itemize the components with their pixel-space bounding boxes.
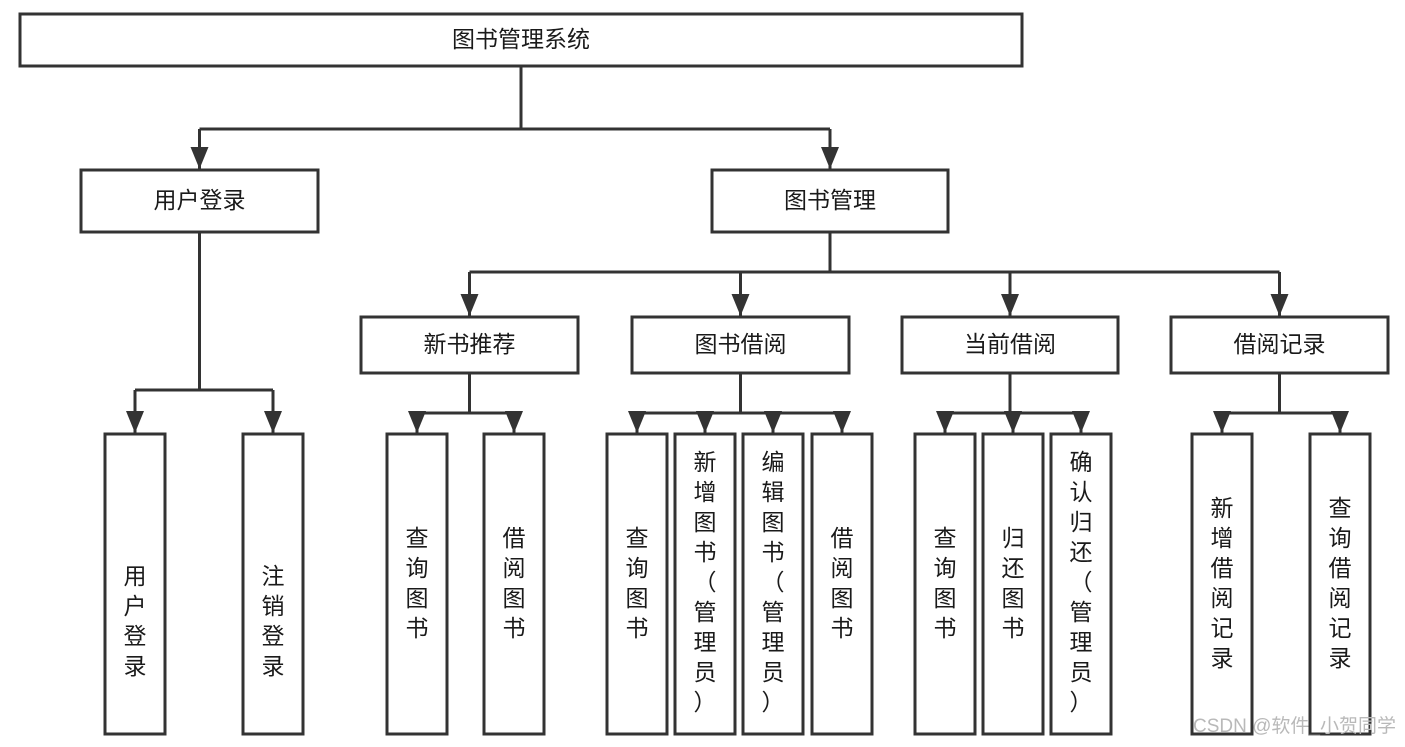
node-leaf-confirm-return-admin-label: 确认归还（管理员） <box>1070 449 1093 715</box>
node-root-label: 图书管理系统 <box>452 26 590 52</box>
arrow-head-icon <box>190 147 209 169</box>
arrow-head-icon <box>408 411 426 433</box>
node-user-login-box[interactable] <box>79 168 320 234</box>
node-root[interactable]: 图书管理系统 <box>18 12 1024 68</box>
node-leaf-query-book-cur-label: 查询图书 <box>934 525 957 641</box>
arrow-head-icon <box>731 294 750 316</box>
node-leaf-add-borrow-record[interactable]: 新增借阅记录 <box>1190 432 1254 736</box>
arrow-head-icon <box>1001 294 1019 316</box>
node-borrow-record[interactable]: 借阅记录 <box>1169 315 1390 375</box>
arrow-head-icon <box>1072 411 1090 433</box>
node-leaf-borrow-book-box[interactable] <box>810 432 874 736</box>
node-leaf-user-login-label: 用户登录 <box>124 563 147 679</box>
node-leaf-add-book-admin-box[interactable] <box>673 432 737 736</box>
node-user-login-label: 用户登录 <box>154 187 246 213</box>
arrow-head-icon <box>936 411 954 433</box>
node-leaf-logout-label: 注销登录 <box>262 563 285 679</box>
node-current-borrow-label: 当前借阅 <box>964 331 1056 357</box>
arrow-head-icon <box>821 147 839 169</box>
node-borrow-record-box[interactable] <box>1169 315 1390 375</box>
node-new-book-recommend[interactable]: 新书推荐 <box>359 315 580 375</box>
arrow-head-icon <box>628 411 646 433</box>
node-leaf-query-borrow-record[interactable]: 查询借阅记录 <box>1308 432 1372 736</box>
arrow-head-icon <box>460 294 479 316</box>
node-leaf-query-book-rec-box[interactable] <box>385 432 449 736</box>
node-leaf-query-book-box[interactable] <box>605 432 669 736</box>
node-leaf-confirm-return-admin[interactable]: 确认归还（管理员） <box>1049 432 1113 736</box>
node-current-borrow-box[interactable] <box>900 315 1120 375</box>
node-leaf-query-borrow-record-box[interactable] <box>1308 432 1372 736</box>
arrow-head-icon <box>126 411 144 433</box>
node-leaf-query-borrow-record-label: 查询借阅记录 <box>1329 495 1352 671</box>
node-leaf-query-book-cur-box[interactable] <box>913 432 977 736</box>
connector-layer <box>126 66 1349 433</box>
node-book-manage-label: 图书管理 <box>784 187 876 213</box>
node-leaf-borrow-book-rec-label: 借阅图书 <box>503 525 526 641</box>
node-leaf-add-book-admin[interactable]: 新增图书（管理员） <box>673 432 737 736</box>
node-leaf-query-book[interactable]: 查询图书 <box>605 432 669 736</box>
node-book-borrow[interactable]: 图书借阅 <box>630 315 851 375</box>
node-leaf-query-book-cur[interactable]: 查询图书 <box>913 432 977 736</box>
node-leaf-add-book-admin-label: 新增图书（管理员） <box>694 449 717 715</box>
node-user-login[interactable]: 用户登录 <box>79 168 320 234</box>
node-leaf-return-book-box[interactable] <box>981 432 1045 736</box>
node-leaf-return-book-label: 归还图书 <box>1002 525 1025 641</box>
node-leaf-query-book-rec[interactable]: 查询图书 <box>385 432 449 736</box>
node-leaf-edit-book-admin-box[interactable] <box>741 432 805 736</box>
node-book-manage[interactable]: 图书管理 <box>710 168 950 234</box>
node-leaf-user-login-box[interactable] <box>103 432 167 736</box>
arrow-head-icon <box>1004 411 1022 433</box>
node-borrow-record-label: 借阅记录 <box>1234 331 1326 357</box>
arrow-head-icon <box>505 411 523 433</box>
node-book-borrow-box[interactable] <box>630 315 851 375</box>
node-leaf-edit-book-admin-label: 编辑图书（管理员） <box>762 449 785 715</box>
node-leaf-query-book-rec-label: 查询图书 <box>406 525 429 641</box>
node-book-manage-box[interactable] <box>710 168 950 234</box>
node-leaf-query-book-label: 查询图书 <box>626 525 649 641</box>
node-leaf-edit-book-admin[interactable]: 编辑图书（管理员） <box>741 432 805 736</box>
node-leaf-confirm-return-admin-box[interactable] <box>1049 432 1113 736</box>
arrow-head-icon <box>1331 411 1349 433</box>
node-leaf-add-borrow-record-label: 新增借阅记录 <box>1211 495 1234 671</box>
arrow-head-icon <box>1270 294 1289 316</box>
node-leaf-user-login[interactable]: 用户登录 <box>103 432 167 736</box>
node-leaf-add-borrow-record-box[interactable] <box>1190 432 1254 736</box>
node-leaf-logout[interactable]: 注销登录 <box>241 432 305 736</box>
node-leaf-borrow-book-rec[interactable]: 借阅图书 <box>482 432 546 736</box>
arrow-head-icon <box>833 411 851 433</box>
node-current-borrow[interactable]: 当前借阅 <box>900 315 1120 375</box>
node-leaf-borrow-book-label: 借阅图书 <box>831 525 854 641</box>
node-root-box[interactable] <box>18 12 1024 68</box>
arrow-head-icon <box>1213 411 1231 433</box>
csdn-watermark: CSDN @软件_小贺同学 <box>1193 715 1396 737</box>
node-leaf-return-book[interactable]: 归还图书 <box>981 432 1045 736</box>
node-leaf-logout-box[interactable] <box>241 432 305 736</box>
arrow-head-icon <box>264 411 282 433</box>
node-leaf-borrow-book[interactable]: 借阅图书 <box>810 432 874 736</box>
arrow-head-icon <box>696 411 714 433</box>
node-layer: 图书管理系统用户登录图书管理新书推荐图书借阅当前借阅借阅记录用户登录注销登录查询… <box>18 12 1390 736</box>
node-new-book-recommend-label: 新书推荐 <box>424 331 516 357</box>
arrow-head-icon <box>764 411 782 433</box>
node-book-borrow-label: 图书借阅 <box>695 331 787 357</box>
node-new-book-recommend-box[interactable] <box>359 315 580 375</box>
node-leaf-borrow-book-rec-box[interactable] <box>482 432 546 736</box>
